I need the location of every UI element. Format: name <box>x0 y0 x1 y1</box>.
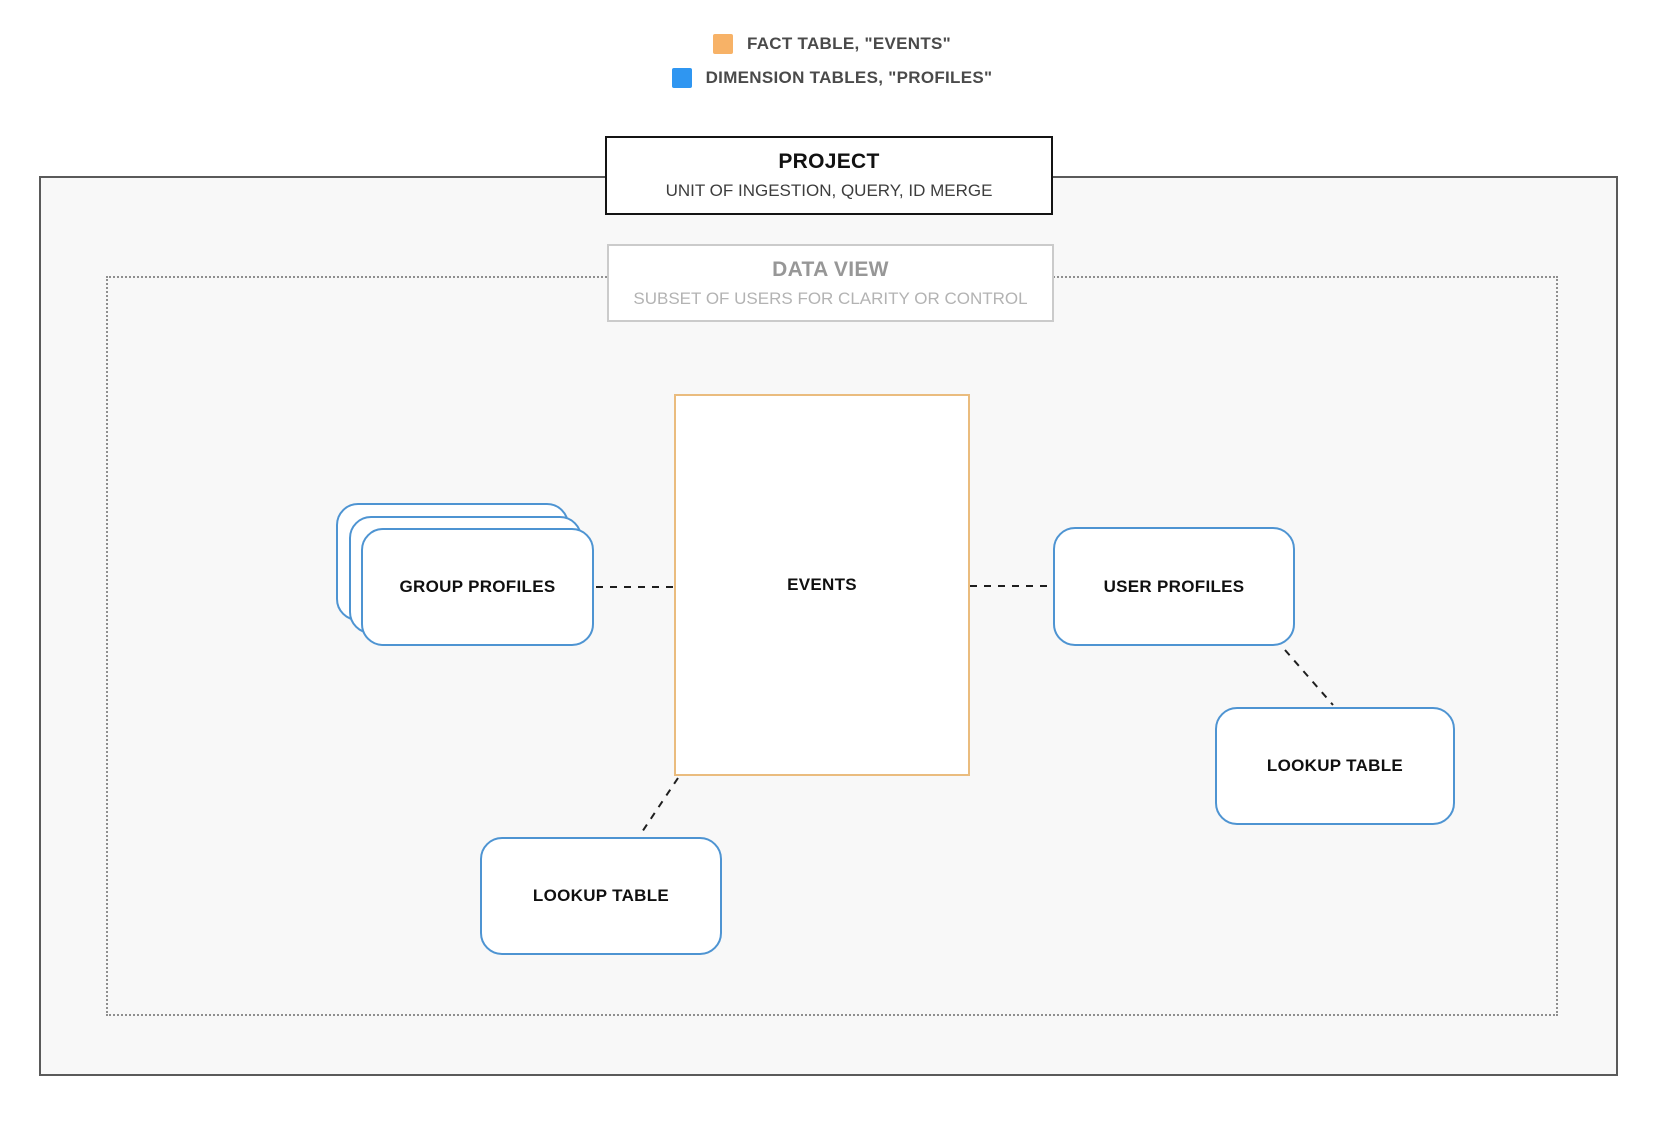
group-profiles-node-label: GROUP PROFILES <box>399 577 556 596</box>
user-profiles-node-label: USER PROFILES <box>1103 576 1245 596</box>
legend: FACT TABLE, "EVENTS" DIMENSION TABLES, "… <box>0 34 1664 88</box>
fact-table-swatch-icon <box>712 34 733 54</box>
events-node: EVENTS <box>674 394 970 776</box>
project-header-box: PROJECT UNIT OF INGESTION, QUERY, ID MER… <box>605 136 1053 215</box>
legend-label-dimension-tables: DIMENSION TABLES, "PROFILES" <box>705 68 993 87</box>
data-view-subtitle: SUBSET OF USERS FOR CLARITY OR CONTROL <box>633 288 1028 308</box>
lookup-table-right-node: LOOKUP TABLE <box>1215 707 1455 825</box>
edge-user-profiles-lookup-table <box>1284 649 1334 706</box>
data-view-title: DATA VIEW <box>772 257 889 281</box>
legend-item-dimension-tables: DIMENSION TABLES, "PROFILES" <box>671 68 993 88</box>
events-node-label: EVENTS <box>787 575 857 594</box>
lookup-table-left-node-label: LOOKUP TABLE <box>532 886 670 905</box>
dimension-tables-swatch-icon <box>671 68 692 88</box>
project-subtitle: UNIT OF INGESTION, QUERY, ID MERGE <box>665 181 993 200</box>
legend-item-fact-table: FACT TABLE, "EVENTS" <box>712 34 952 54</box>
legend-label-fact-table: FACT TABLE, "EVENTS" <box>746 34 952 53</box>
user-profiles-node: USER PROFILES <box>1053 527 1295 646</box>
group-profiles-node: GROUP PROFILES <box>336 503 594 646</box>
group-profiles-card-front: GROUP PROFILES <box>361 528 594 646</box>
lookup-table-right-node-label: LOOKUP TABLE <box>1266 756 1404 775</box>
data-view-header-box: DATA VIEW SUBSET OF USERS FOR CLARITY OR… <box>607 244 1054 322</box>
project-title: PROJECT <box>778 150 880 173</box>
edge-events-lookup-table <box>639 777 679 836</box>
lookup-table-left-node: LOOKUP TABLE <box>480 837 722 955</box>
